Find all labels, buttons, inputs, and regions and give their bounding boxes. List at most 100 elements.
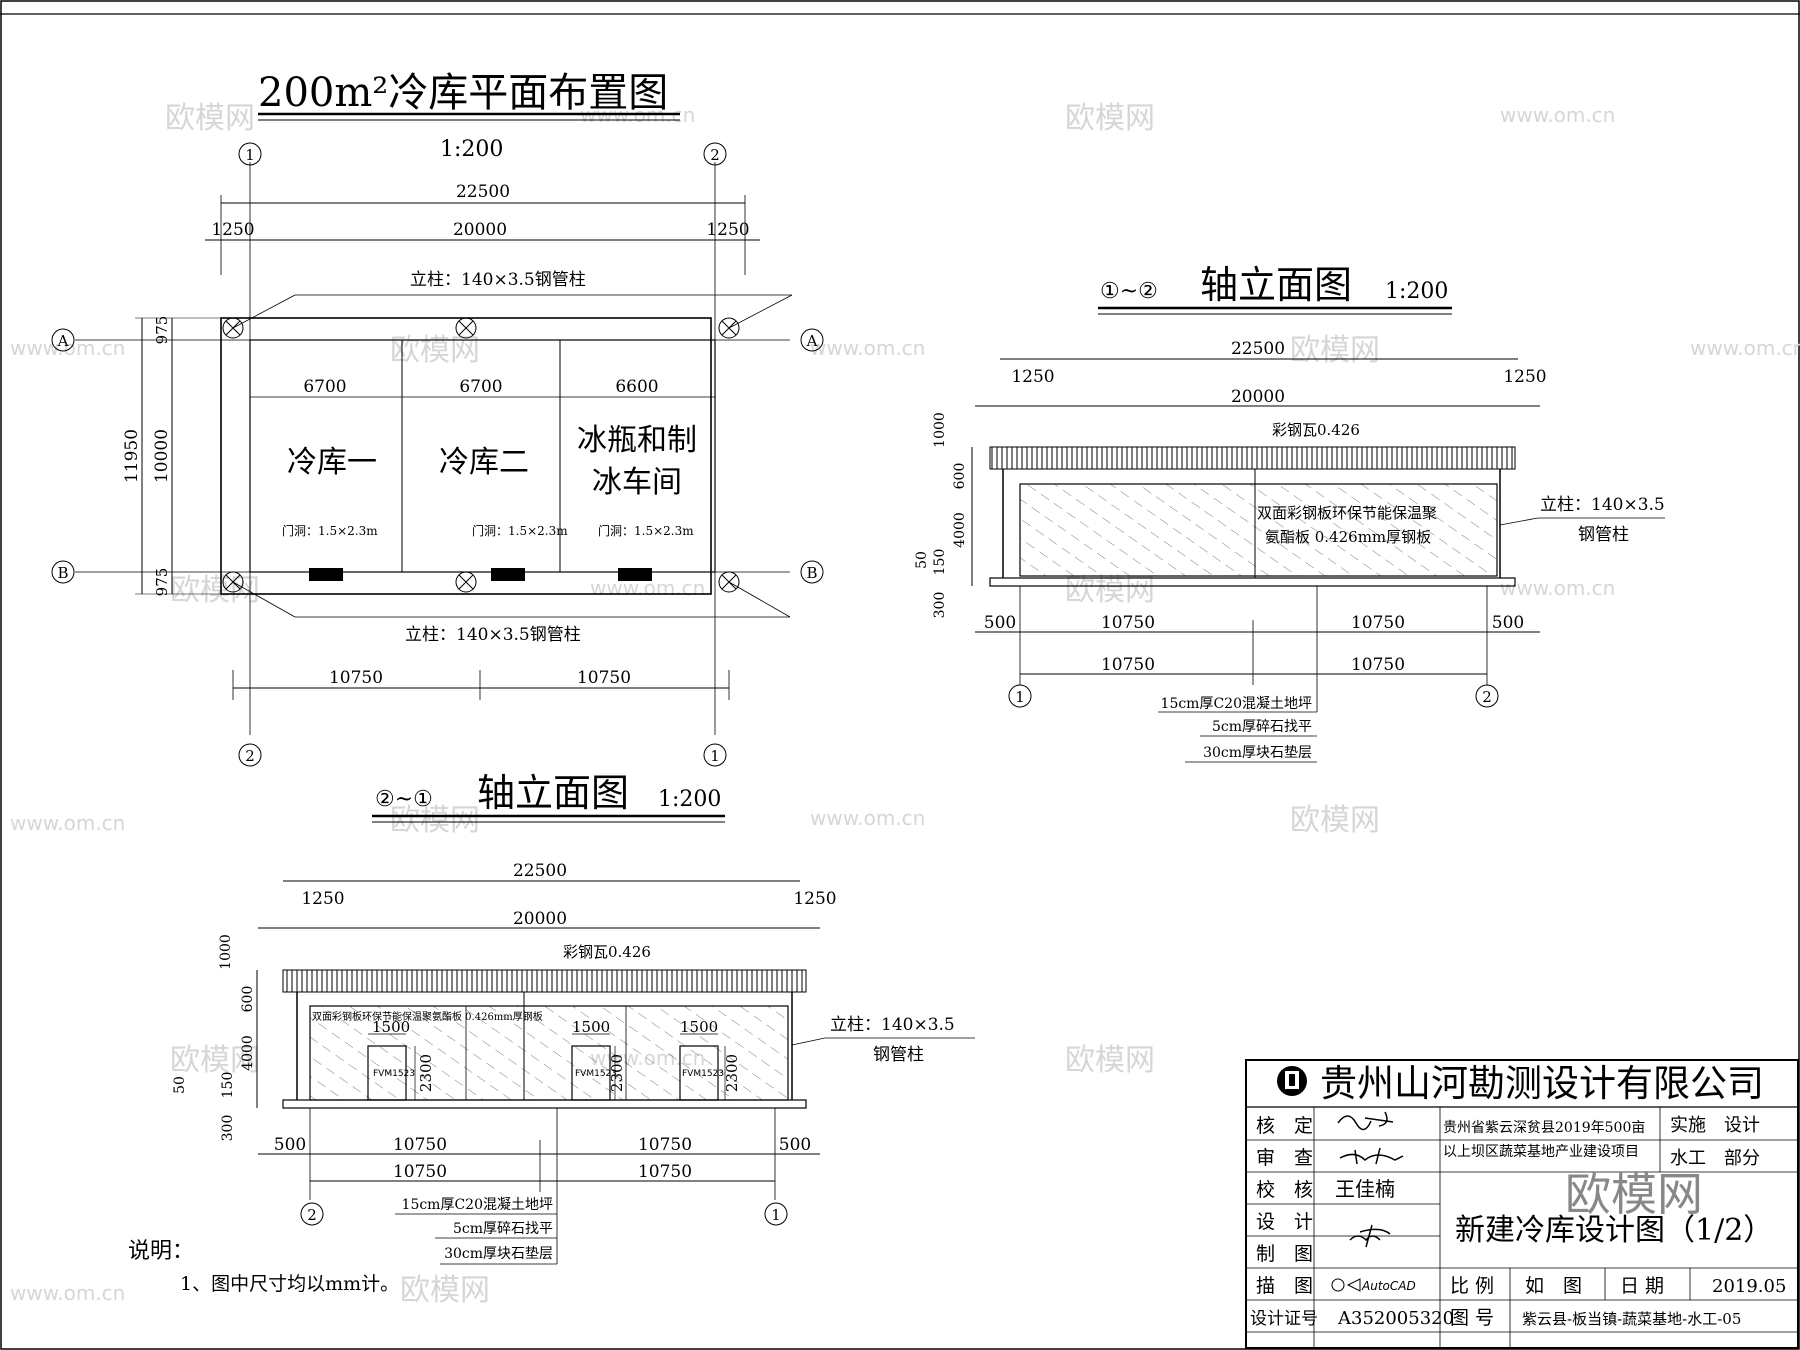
svg-text:①~②: ①~② (1100, 279, 1158, 304)
dim-side: 1250 (1503, 367, 1546, 387)
door-label: 门洞：1.5×2.3m (472, 523, 568, 538)
svg-text:B: B (806, 564, 817, 582)
roof-label: 彩钢瓦0.426 (563, 943, 651, 961)
svg-text:轴立面图: 轴立面图 (477, 771, 629, 815)
watermark-url: www.om.cn (10, 1281, 125, 1305)
watermark-text: 欧模网 (390, 803, 480, 838)
axis-bubble-1: 1 (1008, 684, 1032, 708)
svg-text:1: 1 (245, 146, 255, 164)
roof-label: 彩钢瓦0.426 (1272, 421, 1360, 439)
watermark-text: 欧模网 (1290, 803, 1380, 838)
svg-text:2: 2 (307, 1206, 317, 1224)
layer-label: 30cm厚块石垫层 (444, 1246, 553, 1262)
svg-text:轴立面图: 轴立面图 (1200, 263, 1352, 307)
axis-bubble-B: B (800, 560, 824, 584)
dim-10750: 10750 (329, 668, 383, 688)
svg-text:2: 2 (710, 146, 720, 164)
elevation-2-1: ②~① 轴立面图 1:200 22500 1250 20000 1250 彩钢瓦… (172, 771, 975, 1265)
room-dim: 6700 (459, 377, 502, 397)
drawing-no-value: 紫云县-板当镇-蔬菜基地-水工-05 (1522, 1310, 1741, 1328)
svg-text:2300: 2300 (723, 1054, 741, 1092)
svg-text:2: 2 (245, 747, 255, 765)
dim-v: 150 (932, 549, 948, 576)
layer-label: 15cm厚C20混凝土地坪 (402, 1197, 553, 1213)
dim-10000: 10000 (152, 429, 172, 483)
svg-text:AutoCAD: AutoCAD (1361, 1279, 1416, 1293)
watermark-text: 欧模网 (170, 573, 260, 608)
room-label-ice-1: 冰瓶和制 (577, 423, 697, 458)
room-dim: 6600 (615, 377, 658, 397)
door-label: 门洞：1.5×2.3m (282, 523, 378, 538)
dim-v: 4000 (952, 512, 968, 548)
dim-total: 22500 (1231, 339, 1285, 359)
role-label: 设计证号 (1250, 1309, 1318, 1329)
dim-10750: 10750 (1101, 655, 1155, 675)
dim-mid: 20000 (513, 909, 567, 929)
door-opening (309, 568, 343, 581)
watermark-url: www.om.cn (1500, 576, 1615, 600)
notes: 说明： 1、图中尺寸均以mm计。 (128, 1239, 399, 1295)
axis-bubble-2: 2 (238, 743, 262, 767)
dim-10750: 10750 (1101, 613, 1155, 633)
brand-logo-text: 欧模网 (1565, 1167, 1703, 1221)
svg-text:FVM1523: FVM1523 (682, 1069, 724, 1079)
dim-10750: 10750 (638, 1135, 692, 1155)
door: FVM1523 1500 2300 (679, 1018, 741, 1101)
dim-side: 1250 (211, 220, 254, 240)
door-label: 门洞：1.5×2.3m (598, 523, 694, 538)
column-label: 立柱：140×3.5钢管柱 (405, 625, 581, 645)
role-label: 校 核 (1256, 1179, 1313, 1201)
watermark-text: 欧模网 (1065, 573, 1155, 608)
axis-bubble-1: 1 (238, 142, 262, 166)
dim-v: 300 (932, 592, 948, 619)
dim-side: 1250 (1011, 367, 1054, 387)
dim-v: 600 (952, 463, 968, 490)
role-label: 设 计 (1256, 1211, 1313, 1233)
layer-label: 5cm厚碎石找平 (1212, 719, 1312, 735)
svg-text:1: 1 (710, 747, 720, 765)
axis-bubble-A: A (800, 328, 824, 352)
watermark-url: www.om.cn (10, 811, 125, 835)
axis-bubble-2: 2 (300, 1202, 324, 1226)
dim-10750: 10750 (393, 1162, 447, 1182)
room-label-cold-2: 冷库二 (439, 445, 529, 480)
dim-500: 500 (984, 613, 1016, 633)
stage-label: 水工 部分 (1670, 1148, 1760, 1169)
watermark-text: 欧模网 (170, 1043, 260, 1078)
axis-bubble-B: B (51, 560, 75, 584)
column-label: 立柱：140×3.5钢管柱 (410, 270, 586, 290)
svg-text:2: 2 (1482, 688, 1492, 706)
svg-text:2300: 2300 (608, 1054, 626, 1092)
dim-10750: 10750 (577, 668, 631, 688)
elevation-1-2: ①~② 轴立面图 1:200 22500 1250 20000 1250 彩钢瓦… (914, 263, 1665, 763)
role-label: 核 定 (1256, 1115, 1313, 1137)
axis-bubble-2: 2 (1475, 684, 1499, 708)
axis-bubble-1: 1 (703, 743, 727, 767)
date-label: 日 期 (1620, 1275, 1664, 1297)
date-value: 2019.05 (1712, 1276, 1786, 1297)
autocad-badge: AutoCAD (1331, 1278, 1416, 1293)
dim-500: 500 (1492, 613, 1524, 633)
svg-text:1500: 1500 (372, 1018, 410, 1036)
role-label: 描 图 (1256, 1275, 1313, 1297)
room-label-cold-1: 冷库一 (287, 445, 377, 480)
signature-approver (1337, 1111, 1394, 1131)
column-label: 立柱：140×3.5 (830, 1015, 955, 1035)
svg-text:FVM1523: FVM1523 (373, 1069, 415, 1079)
svg-text:②~①: ②~① (375, 787, 433, 812)
watermark-url: www.om.cn (1690, 336, 1800, 360)
svg-text:1:200: 1:200 (658, 787, 721, 812)
svg-text:1500: 1500 (680, 1018, 718, 1036)
plan-scale: 1:200 (440, 137, 503, 162)
layer-label: 30cm厚块石垫层 (1203, 745, 1312, 761)
watermark-url: www.om.cn (1500, 103, 1615, 127)
layer-label: 15cm厚C20混凝土地坪 (1161, 696, 1312, 712)
watermarks: 欧模网 www.om.cn 欧模网 www.om.cn 欧模网 www.om.c… (10, 101, 1800, 1308)
dim-mid: 20000 (1231, 387, 1285, 407)
watermark-url: www.om.cn (810, 336, 925, 360)
dim-10750: 10750 (1351, 613, 1405, 633)
roof-panel (282, 969, 807, 993)
company-logo (1277, 1066, 1307, 1096)
svg-text:1: 1 (1015, 688, 1025, 706)
